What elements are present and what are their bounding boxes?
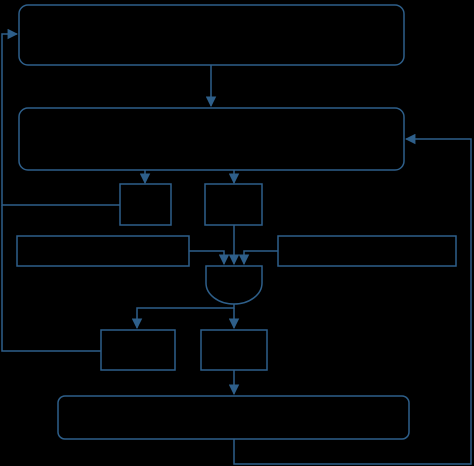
edge-gate-to-lower-left <box>131 304 235 330</box>
edge-lower-left-feedback-to-top <box>1 205 101 352</box>
edge-small-left-feedback-to-top <box>1 28 120 206</box>
gate <box>205 265 263 305</box>
edge-right-input-to-gate <box>238 250 278 266</box>
small-right-box <box>204 183 263 226</box>
edge-left-input-to-gate <box>189 250 230 266</box>
right-input-box <box>277 235 457 267</box>
small-left-box <box>119 183 172 226</box>
bottom-box <box>57 395 410 440</box>
second-box <box>18 107 405 171</box>
top-box <box>18 4 405 66</box>
lower-left-box <box>100 329 176 371</box>
left-input-box <box>16 235 190 267</box>
lower-right-box <box>200 329 268 371</box>
edge-bottom-feedback-to-second <box>233 133 472 465</box>
